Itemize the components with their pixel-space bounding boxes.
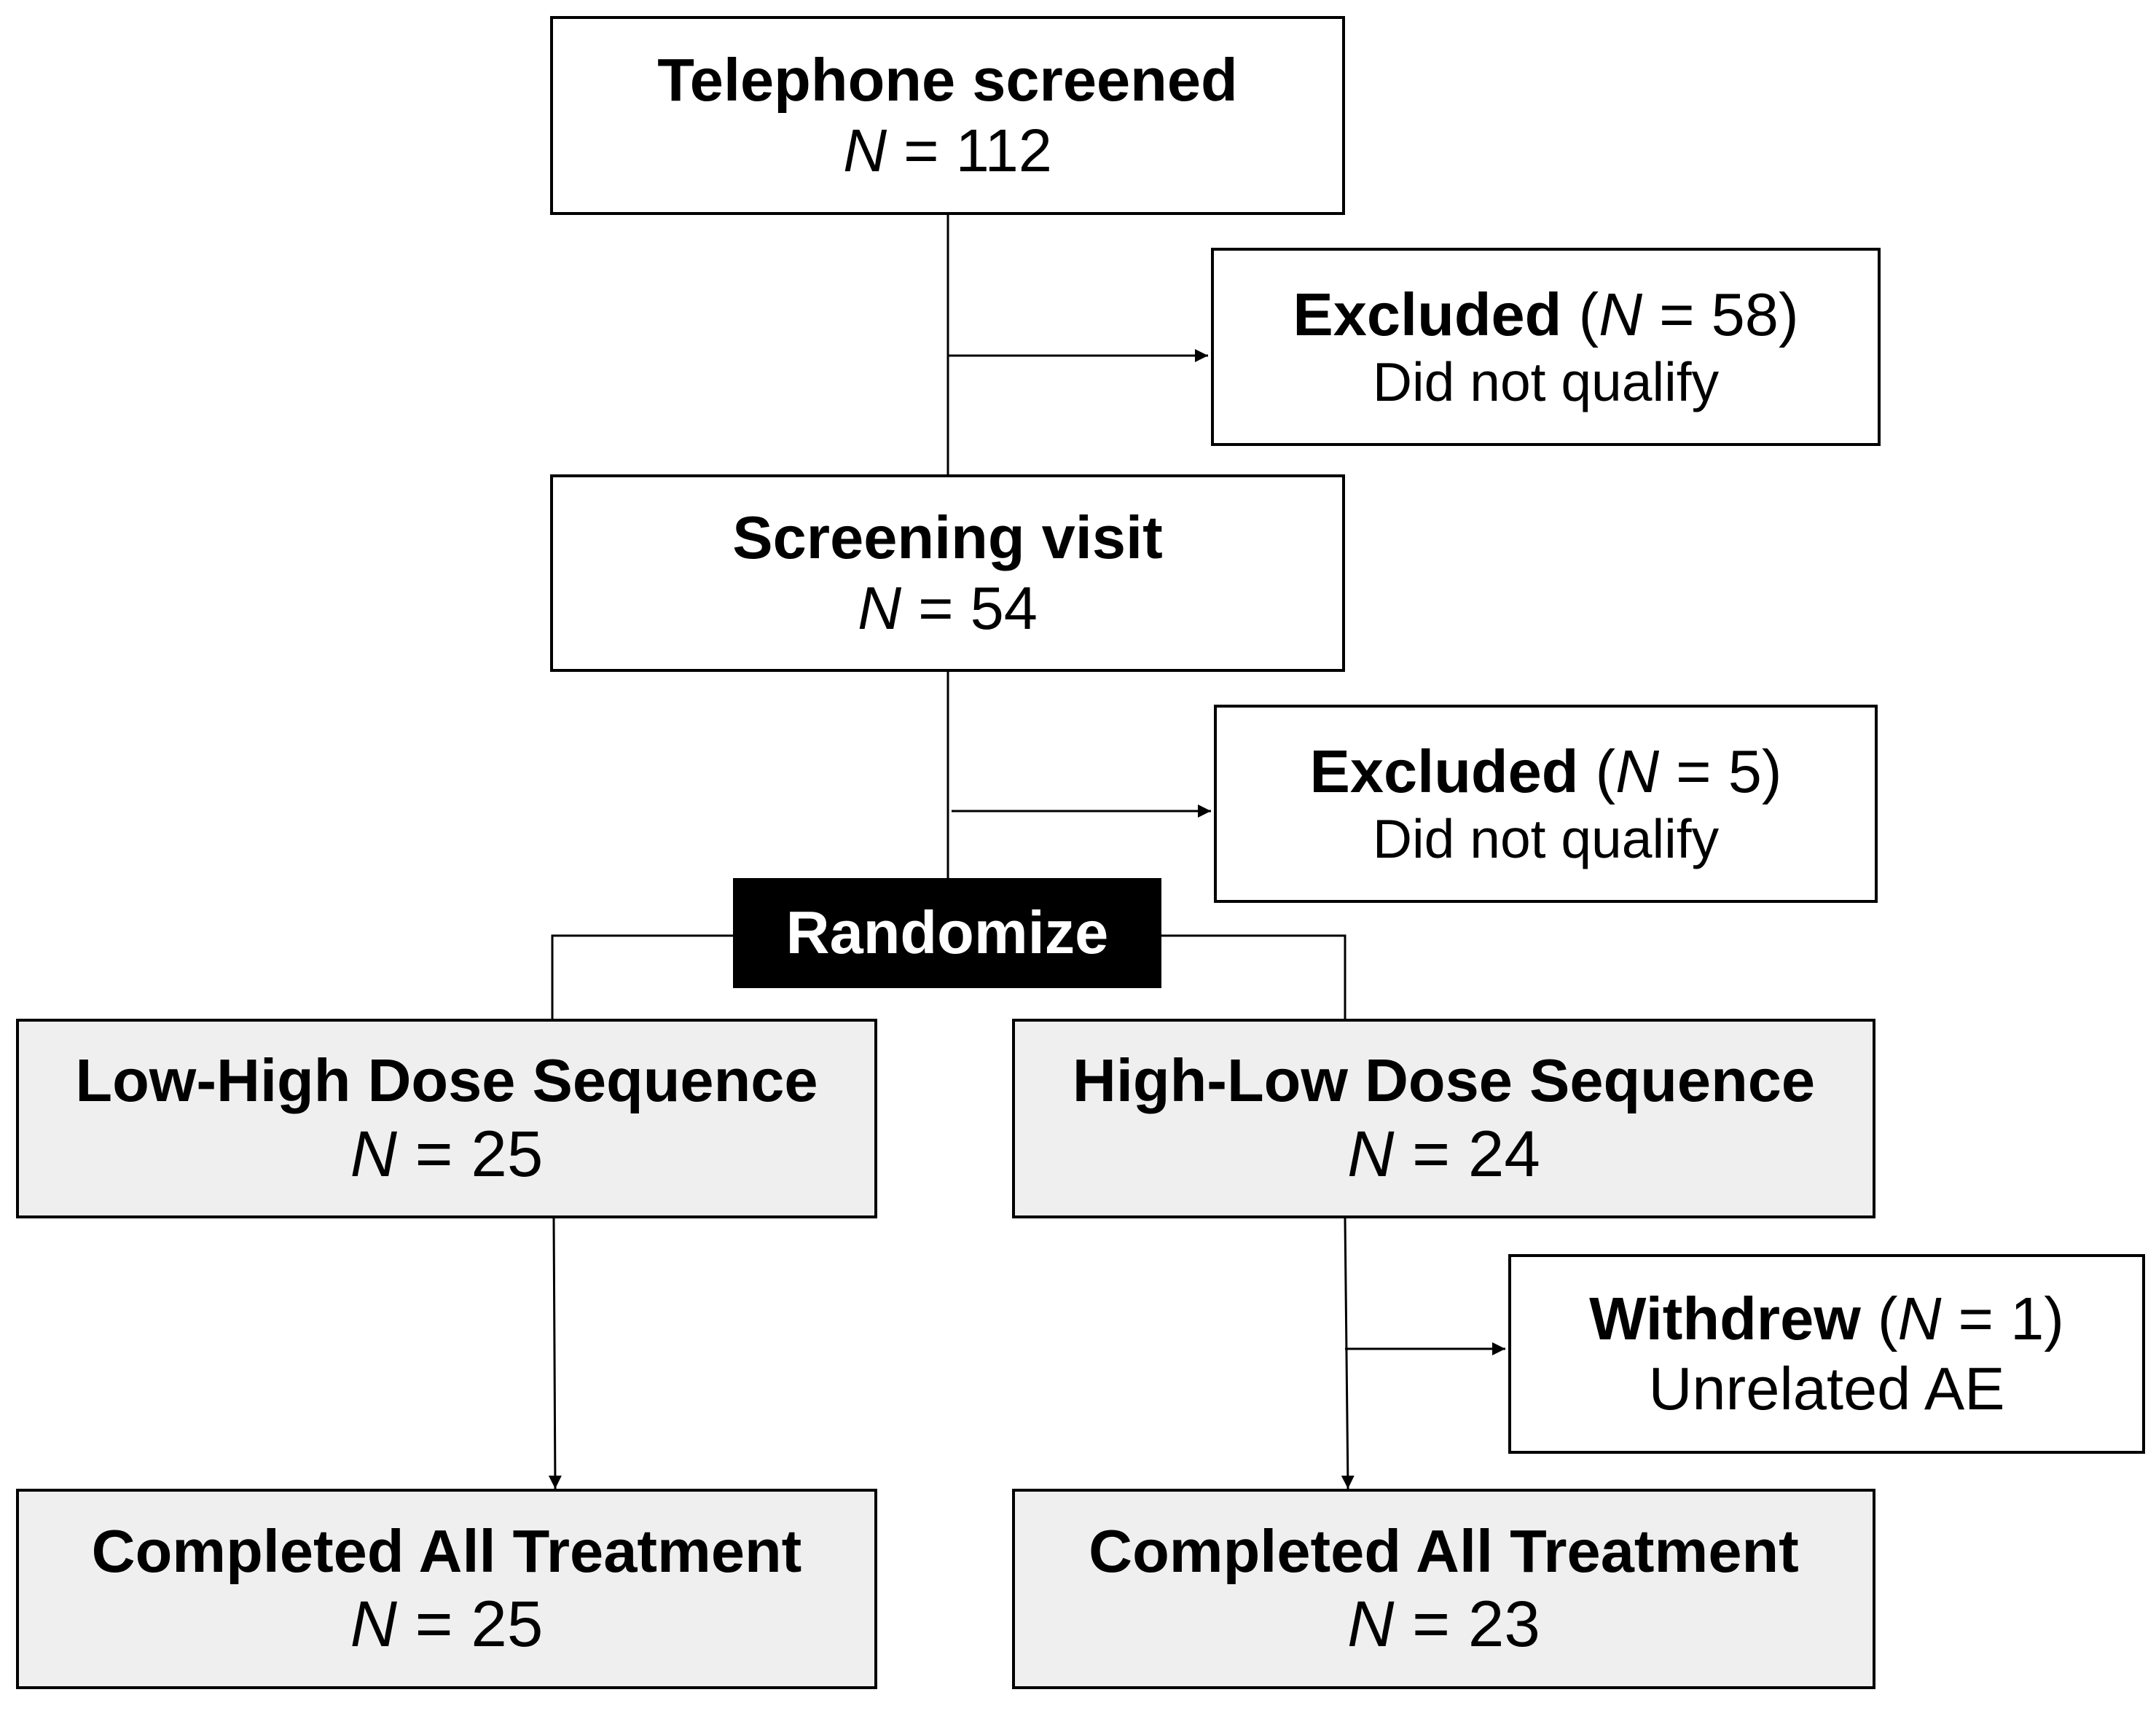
low-high-dose-box: Low-High Dose Sequence N = 25	[16, 1019, 877, 1218]
high-low-dose-title: High-Low Dose Sequence	[1072, 1046, 1816, 1115]
excluded-1-heading: Excluded (N = 58)	[1293, 281, 1799, 349]
low-high-dose-count: N = 25	[350, 1116, 544, 1190]
excluded-box-2: Excluded (N = 5) Did not qualify	[1214, 705, 1878, 903]
completed-left-count: N = 25	[350, 1587, 544, 1661]
withdrew-reason: Unrelated AE	[1648, 1355, 2005, 1422]
excluded-2-reason: Did not qualify	[1372, 807, 1720, 869]
screening-visit-count: N = 54	[858, 573, 1038, 642]
low-high-dose-title: Low-High Dose Sequence	[75, 1046, 818, 1115]
high-low-dose-box: High-Low Dose Sequence N = 24	[1012, 1019, 1875, 1218]
withdrew-box: Withdrew (N = 1) Unrelated AE	[1508, 1254, 2145, 1454]
excluded-1-reason: Did not qualify	[1372, 351, 1720, 412]
completed-right-count: N = 23	[1347, 1587, 1540, 1661]
telephone-screened-count: N = 112	[843, 116, 1052, 184]
withdrew-heading: Withdrew (N = 1)	[1589, 1284, 2064, 1352]
completed-right-box: Completed All Treatment N = 23	[1012, 1489, 1875, 1689]
completed-left-box: Completed All Treatment N = 25	[16, 1489, 877, 1689]
screening-visit-title: Screening visit	[732, 504, 1163, 572]
excluded-box-1: Excluded (N = 58) Did not qualify	[1211, 248, 1881, 446]
connector-randomize-left	[551, 934, 733, 1019]
arrow-high-low-to-completed	[1341, 1218, 1355, 1489]
telephone-screened-box: Telephone screened N = 112	[550, 16, 1345, 215]
completed-right-title: Completed All Treatment	[1089, 1516, 1799, 1585]
telephone-screened-title: Telephone screened	[657, 46, 1238, 114]
screening-visit-box: Screening visit N = 54	[550, 474, 1345, 672]
randomize-box: Randomize	[733, 878, 1161, 988]
connector-randomize-right	[1161, 934, 1346, 1019]
completed-left-title: Completed All Treatment	[91, 1516, 802, 1585]
arrow-low-high-to-completed	[548, 1218, 562, 1489]
high-low-dose-count: N = 24	[1347, 1116, 1540, 1190]
randomize-label: Randomize	[785, 898, 1109, 967]
excluded-2-heading: Excluded (N = 5)	[1309, 737, 1782, 806]
